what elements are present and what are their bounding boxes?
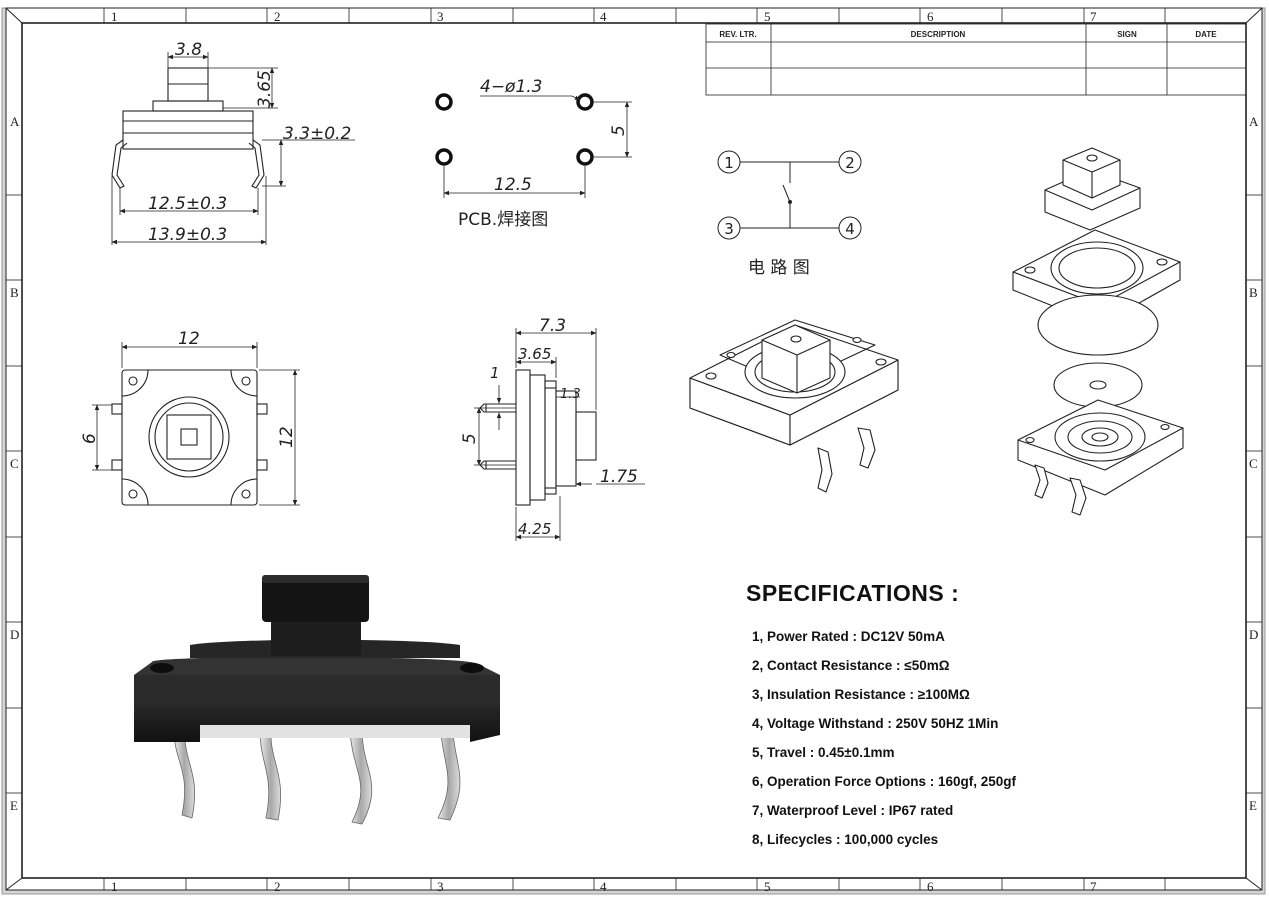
- pcb-caption: PCB.焊接图: [458, 210, 548, 230]
- specifications-title: SPECIFICATIONS :: [746, 580, 960, 606]
- zone-numbers-top: 1 2 3 4 5 6 7: [111, 9, 1097, 24]
- exploded-view: [1012, 147, 1184, 516]
- pcb-dimensions: [443, 95, 632, 198]
- zone-label: 6: [927, 9, 934, 24]
- dim-profile-base: 4.25: [518, 520, 551, 538]
- dim-body-width: 12.5±0.3: [148, 194, 227, 214]
- zone-label: E: [10, 798, 18, 813]
- rev-header-date: DATE: [1195, 30, 1217, 39]
- spec-item: 5, Travel : 0.45±0.1mm: [752, 745, 895, 760]
- pin-label: 4: [845, 220, 855, 238]
- profile-view-dimensions: [474, 328, 645, 541]
- spec-item: 6, Operation Force Options : 160gf, 250g…: [752, 774, 1017, 789]
- zone-label: B: [10, 285, 19, 300]
- dim-profile-cap: 3.65: [518, 345, 551, 363]
- circuit-caption: 电 路 图: [748, 258, 810, 278]
- top-view-drawing: [111, 369, 268, 506]
- dim-lead-height: 3.3±0.2: [283, 124, 351, 144]
- zone-label: A: [10, 114, 20, 129]
- spec-item: 4, Voltage Withstand : 250V 50HZ 1Min: [752, 716, 999, 731]
- spec-item: 7, Waterproof Level : IP67 rated: [752, 803, 954, 818]
- dim-top-width: 12: [178, 329, 200, 349]
- dim-profile-pitch: 5: [460, 433, 480, 444]
- zone-label: 1: [111, 9, 118, 24]
- zone-label: 2: [274, 9, 281, 24]
- dim-profile-step: 1.3: [560, 387, 581, 402]
- dim-pitch-x: 12.5: [494, 175, 532, 195]
- dim-pitch-y: 5: [609, 125, 629, 136]
- spec-item: 1, Power Rated : DC12V 50mA: [752, 629, 945, 644]
- dim-cap-height: 3.65: [255, 70, 275, 108]
- zone-label: D: [10, 627, 19, 642]
- specifications-panel: SPECIFICATIONS : 1, Power Rated : DC12V …: [746, 580, 1226, 861]
- zone-label: C: [1249, 456, 1258, 471]
- dim-cap-width: 3.8: [175, 40, 202, 60]
- zone-label: E: [1249, 798, 1257, 813]
- side-view-dimensions: [111, 52, 355, 245]
- dim-profile-lead: 1: [490, 364, 500, 382]
- pin-label: 1: [724, 154, 734, 172]
- pin-label: 2: [845, 154, 855, 172]
- zone-label: 3: [437, 9, 444, 24]
- isometric-assembled-switch: [689, 319, 899, 493]
- product-photo: [134, 575, 500, 825]
- zone-label: 4: [600, 879, 607, 894]
- zone-label: 4: [600, 9, 607, 24]
- zone-letters-left: A B C D E: [10, 114, 20, 813]
- zone-label: 7: [1090, 9, 1097, 24]
- rev-header-sign: SIGN: [1117, 30, 1137, 39]
- zone-label: 1: [111, 879, 118, 894]
- zone-label: C: [10, 456, 19, 471]
- zone-label: D: [1249, 627, 1258, 642]
- spec-item: 2, Contact Resistance : ≤50mΩ: [752, 658, 950, 673]
- zone-label: 7: [1090, 879, 1097, 894]
- dim-profile-actuator: 1.75: [600, 467, 638, 487]
- revision-table: [705, 23, 1247, 96]
- spec-item: 8, Lifecycles : 100,000 cycles: [752, 832, 939, 847]
- top-view-dimensions: [92, 342, 300, 506]
- specifications-list: 1, Power Rated : DC12V 50mA 2, Contact R…: [746, 629, 1226, 861]
- zone-label: 5: [764, 9, 771, 24]
- zone-label: B: [1249, 285, 1258, 300]
- zone-label: 5: [764, 879, 771, 894]
- zone-label: A: [1249, 114, 1259, 129]
- zone-letters-right: A B C D E: [1249, 114, 1259, 813]
- zone-label: 2: [274, 879, 281, 894]
- zone-numbers-bottom: 1 2 3 4 5 6 7: [111, 879, 1097, 894]
- dim-profile-total: 7.3: [539, 316, 566, 336]
- pin-label: 3: [724, 220, 734, 238]
- dim-holes: 4−ø1.3: [480, 77, 543, 97]
- dim-lead-span: 6: [80, 433, 100, 444]
- circuit-diagram: [717, 150, 862, 240]
- rev-header-ltr: REV. LTR.: [719, 30, 756, 39]
- zone-label: 3: [437, 879, 444, 894]
- profile-view-drawing: [479, 369, 597, 506]
- dim-overall-width: 13.9±0.3: [148, 225, 227, 245]
- spec-item: 3, Insulation Resistance : ≥100MΩ: [752, 687, 970, 702]
- side-view-drawing: [111, 67, 265, 189]
- zone-label: 6: [927, 879, 934, 894]
- rev-header-description: DESCRIPTION: [911, 30, 966, 39]
- pcb-hole-pattern: [435, 93, 594, 166]
- dim-top-height: 12: [277, 426, 297, 448]
